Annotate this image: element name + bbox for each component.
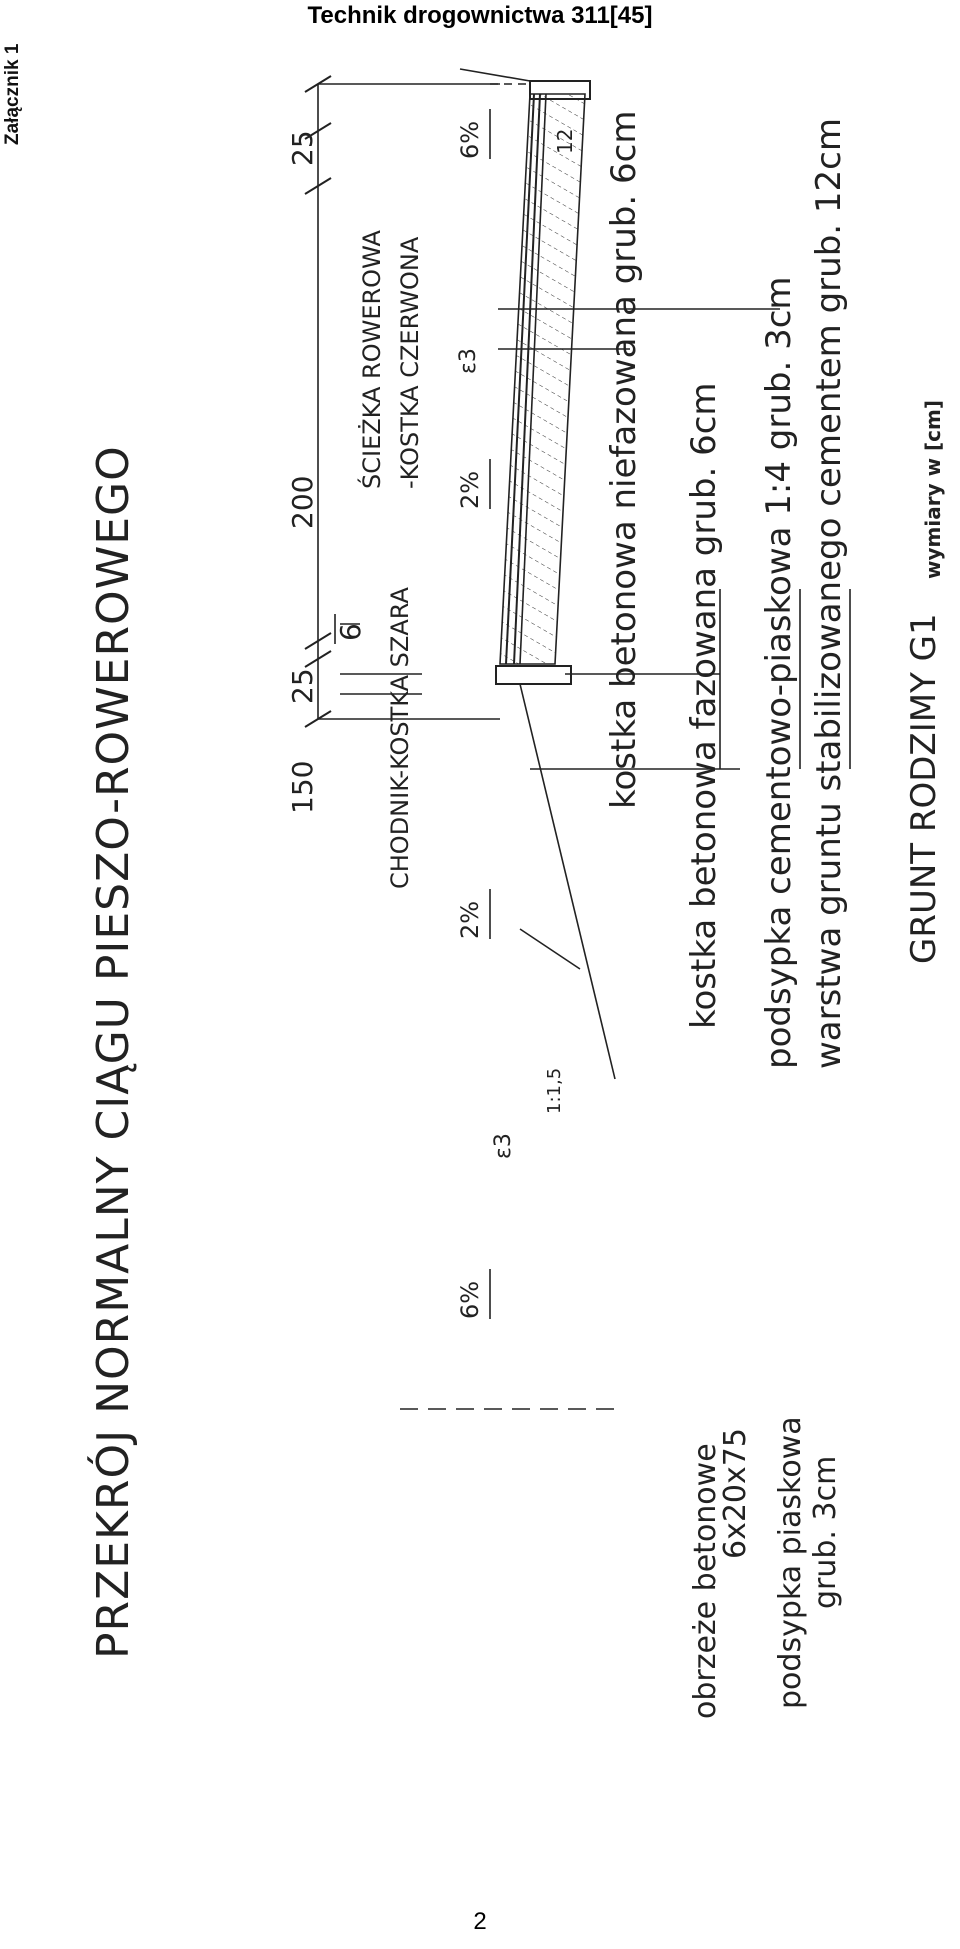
dimension-line [304,75,500,728]
dim-curb: 6 [334,623,367,641]
slope-embankment: 1:1,5 [544,1068,565,1114]
dim-right-edge: 25 [286,130,319,166]
page-number: 2 [473,1908,487,1935]
callout-bike-paving: kostka betonowa niefazowana grub. 6cm [604,111,644,809]
slope-bike-path: 2% [456,471,484,509]
slope-right-shoulder: 6% [456,121,484,159]
callout-curb-line1: obrzeże betonowe [688,1443,723,1719]
callout-curb-line3: podsypka piaskowa [773,1416,808,1709]
dim-bike-path: 200 [286,476,319,529]
callout-bedding: podsypka cementowo-piaskowa 1:4 grub. 3c… [759,276,799,1069]
callout-leaders [498,308,851,770]
zone-sidewalk: CHODNIK-KOSTKA SZARA [386,587,414,889]
callout-units: wymiary w [cm] [921,400,945,579]
ground-marker-left: ε3 [491,1133,516,1159]
page-header: Technik drogownictwa 311[45] [307,2,653,29]
zone-bike-line1: ŚCIEŻKA ROWEROWA [356,230,386,489]
callout-base: warstwa gruntu stabilizowanego cementem … [809,118,849,1069]
slope-left-shoulder: 6% [456,1281,484,1319]
baseline-dashes [400,83,620,1410]
pavement-section [459,68,616,1080]
slope-sidewalk: 2% [456,901,484,939]
dim-sidewalk: 150 [286,761,319,814]
zone-bike-line2: -KOSTKA CZERWONA [396,236,424,489]
dim-left-edge: 25 [286,668,319,704]
callout-curb-line4: grub. 3cm [808,1456,843,1609]
callout-subgrade: GRUNT RODZIMY G1 [904,613,944,964]
callout-sidewalk-paving: kostka betonowa fazowana grub. 6cm [684,382,724,1029]
callout-curb-line2: 6x20x75 [718,1428,753,1559]
drawing-title: PRZEKRÓJ NORMALNY CIĄGU PIESZO-ROWEROWEG… [86,445,139,1659]
ground-marker-right: ε3 [456,348,481,374]
